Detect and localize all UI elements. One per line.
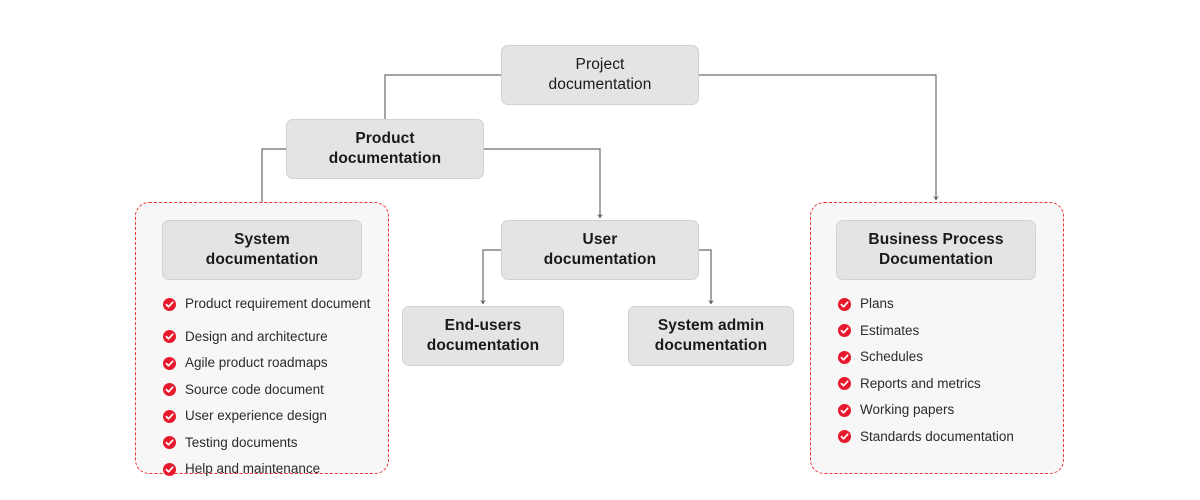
check-circle-icon bbox=[163, 356, 176, 370]
edge-user-endusers bbox=[480, 249, 501, 305]
list-item: Reports and metrics bbox=[838, 374, 1053, 394]
list-item: Design and architecture bbox=[163, 327, 378, 347]
list-item: Plans bbox=[838, 294, 1053, 314]
list-item: Working papers bbox=[838, 400, 1053, 420]
list-item: Standards documentation bbox=[838, 427, 1053, 447]
check-circle-icon bbox=[838, 350, 851, 364]
edge-product-user bbox=[484, 148, 603, 219]
check-circle-icon bbox=[838, 323, 851, 338]
check-circle-icon bbox=[163, 329, 176, 344]
business-doc-item-label: Reports and metrics bbox=[860, 375, 981, 391]
business-doc-item-label: Standards documentation bbox=[860, 428, 1014, 444]
check-circle-icon bbox=[163, 462, 176, 476]
list-item: Estimates bbox=[838, 321, 1053, 341]
edge-user-sysadmin bbox=[699, 249, 714, 305]
list-item: Help and maintenance bbox=[163, 459, 378, 479]
check-circle-icon bbox=[163, 297, 176, 311]
list-item: Agile product roadmaps bbox=[163, 353, 378, 373]
list-item: Source code document bbox=[163, 380, 378, 400]
list-item: Schedules bbox=[838, 347, 1053, 367]
list-item: Product requirement document bbox=[163, 294, 378, 314]
check-circle-icon bbox=[838, 403, 851, 417]
business-doc-item-label: Plans bbox=[860, 296, 894, 311]
list-item: Testing documents bbox=[163, 433, 378, 453]
business-doc-item-label: Working papers bbox=[860, 402, 955, 418]
edge-project-business bbox=[699, 74, 939, 201]
business-doc-item-label: Schedules bbox=[860, 349, 924, 365]
check-circle-icon bbox=[838, 429, 851, 444]
system-doc-item-label: Product requirement document bbox=[185, 296, 371, 311]
list-item: User experience design bbox=[163, 406, 378, 426]
edge-product-system bbox=[261, 148, 286, 202]
system-doc-item-label: User experience design bbox=[185, 408, 327, 424]
check-circle-icon bbox=[838, 376, 851, 391]
system-doc-item-label: Help and maintenance bbox=[185, 461, 321, 477]
business-doc-item-label: Estimates bbox=[860, 322, 920, 338]
system-doc-item-label: Testing documents bbox=[185, 434, 298, 450]
system-doc-item-label: Agile product roadmaps bbox=[185, 355, 328, 371]
check-circle-icon bbox=[163, 409, 176, 423]
system-doc-item-label: Design and architecture bbox=[185, 328, 328, 344]
system-doc-item-label: Source code document bbox=[185, 381, 324, 397]
check-circle-icon bbox=[163, 382, 176, 397]
check-circle-icon bbox=[838, 297, 851, 311]
check-circle-icon bbox=[163, 435, 176, 450]
